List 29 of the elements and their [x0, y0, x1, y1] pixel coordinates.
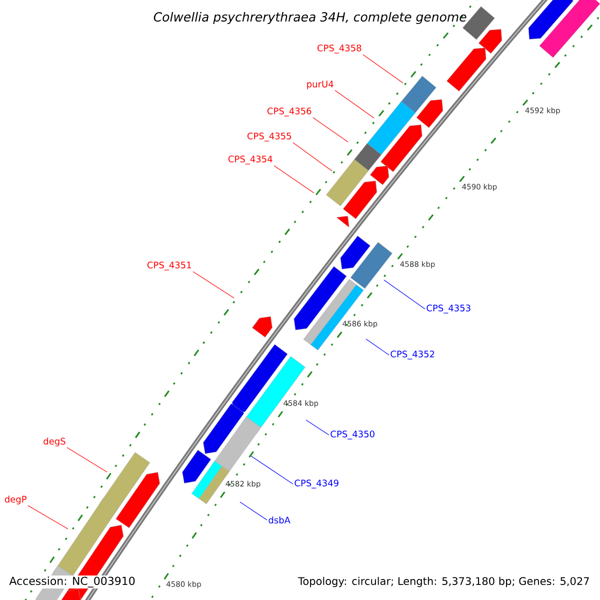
- accession-text: Accession: NC_003910: [8, 576, 136, 588]
- gene-label: CPS_4353: [426, 304, 470, 314]
- leader-line: [334, 90, 374, 118]
- gene-label: degS: [44, 438, 66, 446]
- leader-line: [292, 142, 332, 172]
- gene-label: CPS_4349: [294, 480, 338, 488]
- gene-label: dsbA: [268, 516, 290, 524]
- leader-line: [192, 271, 234, 298]
- genome-info-text: Topology: circular; Length: 5,373,180 bp; Genes: 5,027: [297, 576, 591, 588]
- leader-line: [384, 280, 426, 310]
- gene-label: CPS_4356: [267, 108, 312, 116]
- gene-label: CPS_4358: [317, 44, 362, 54]
- gene-label: CPS_4351: [147, 262, 191, 270]
- leader-line: [362, 54, 404, 84]
- leader-line: [312, 117, 348, 142]
- leader-line: [28, 505, 68, 530]
- leader-line: [66, 447, 108, 472]
- title: Colwellia psychrerythraea 34H, complete genome: [154, 12, 466, 24]
- gene-label: CPS_4350: [330, 430, 374, 440]
- gene-label: CPS_4352: [390, 350, 434, 360]
- gene-label: CPS_4355: [247, 132, 291, 142]
- leader-line: [274, 165, 314, 194]
- gene-label: CPS_4354: [228, 156, 272, 164]
- leader-line: [366, 338, 390, 356]
- leader-line: [306, 420, 330, 436]
- gene-label: purU4: [307, 80, 334, 90]
- gene-label: degP: [4, 496, 26, 504]
- leader-line: [240, 502, 268, 520]
- leader-line: [250, 456, 294, 484]
